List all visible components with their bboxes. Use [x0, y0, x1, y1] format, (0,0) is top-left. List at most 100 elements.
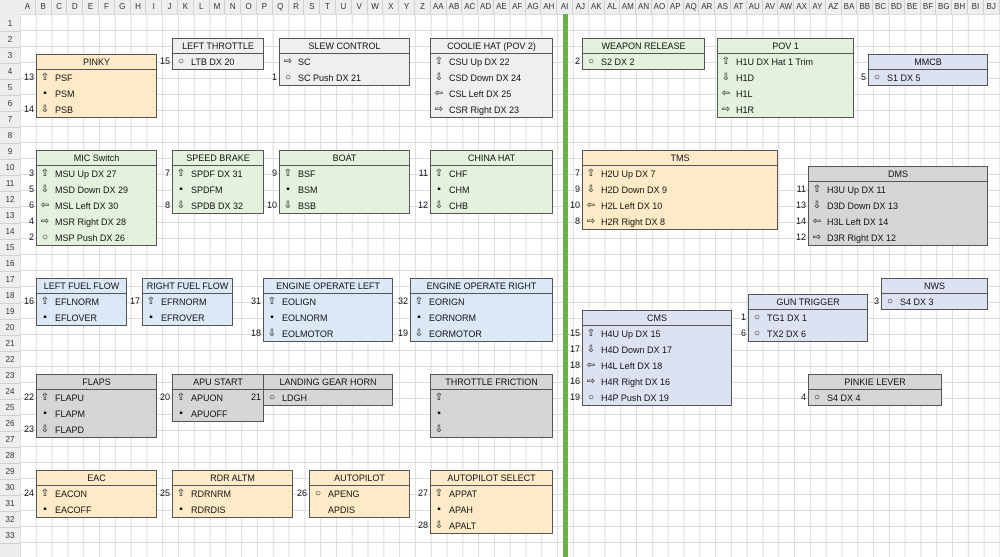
control-row[interactable]: ⇧PSF	[37, 70, 156, 86]
control-row[interactable]: ○H4P Push DX 19	[583, 390, 731, 405]
column-header[interactable]: AI	[557, 0, 573, 14]
control-row[interactable]: ⇨D3R Right DX 12	[809, 230, 987, 245]
row-header[interactable]: 1	[0, 16, 20, 32]
row-header[interactable]: 31	[0, 496, 20, 512]
column-header[interactable]: AQ	[684, 0, 700, 14]
control-row[interactable]: ○S4 DX 4	[809, 390, 941, 405]
column-header[interactable]: AB	[447, 0, 463, 14]
pinky-title[interactable]: PINKY	[37, 55, 156, 70]
control-row[interactable]: ⇧EORIGN	[411, 294, 552, 310]
control-row[interactable]: ⇨CSR Right DX 23	[431, 102, 552, 117]
control-row[interactable]: ⇩H2D Down DX 9	[583, 182, 777, 198]
column-header[interactable]: BA	[842, 0, 858, 14]
autopilot-select-title[interactable]: AUTOPILOT SELECT	[431, 471, 552, 486]
throttle-friction-box[interactable]: THROTTLE FRICTION⇧▪⇩	[430, 374, 553, 438]
column-header[interactable]: AO	[652, 0, 668, 14]
column-header[interactable]: F	[99, 0, 115, 14]
row-header[interactable]: 6	[0, 96, 20, 112]
speed-brake-title[interactable]: SPEED BRAKE	[173, 151, 263, 166]
control-row[interactable]: ⇧APPAT	[431, 486, 552, 502]
dms-title[interactable]: DMS	[809, 167, 987, 182]
column-header[interactable]: AJ	[573, 0, 589, 14]
column-header[interactable]: T	[320, 0, 336, 14]
pov1-title[interactable]: POV 1	[718, 39, 853, 54]
pinky-box[interactable]: PINKY⇧PSF▪PSM⇩PSB	[36, 54, 157, 118]
column-header[interactable]: H	[131, 0, 147, 14]
gun-trigger-title[interactable]: GUN TRIGGER	[749, 295, 867, 310]
control-row[interactable]: ⇨H4R Right DX 16	[583, 374, 731, 390]
row-header[interactable]: 12	[0, 192, 20, 208]
control-row[interactable]: ⇧H3U Up DX 11	[809, 182, 987, 198]
column-header[interactable]: AU	[747, 0, 763, 14]
row-header[interactable]: 20	[0, 320, 20, 336]
column-header[interactable]: K	[178, 0, 194, 14]
control-row[interactable]: ▪BSM	[280, 182, 409, 198]
column-header[interactable]: AE	[494, 0, 510, 14]
control-row[interactable]: ⇧EACON	[37, 486, 156, 502]
control-row[interactable]: ⇩FLAPD	[37, 422, 156, 437]
column-header[interactable]: O	[241, 0, 257, 14]
column-header[interactable]: P	[257, 0, 273, 14]
control-row[interactable]: ▪FLAPM	[37, 406, 156, 422]
control-row[interactable]: ▪CHM	[431, 182, 552, 198]
column-header[interactable]: AF	[510, 0, 526, 14]
control-row[interactable]: ⇧	[431, 390, 552, 406]
row-header[interactable]: 13	[0, 208, 20, 224]
control-row[interactable]: ⇧EOLIGN	[264, 294, 392, 310]
control-row[interactable]: ⇨H2R Right DX 8	[583, 214, 777, 229]
column-header[interactable]: AA	[431, 0, 447, 14]
column-header[interactable]: BB	[857, 0, 874, 14]
column-header[interactable]: Z	[415, 0, 431, 14]
control-row[interactable]: ⇩EORMOTOR	[411, 326, 552, 341]
column-header[interactable]: AN	[636, 0, 652, 14]
column-header[interactable]: AY	[810, 0, 826, 14]
pinkie-lever-box[interactable]: PINKIE LEVER○S4 DX 4	[808, 374, 942, 406]
gun-trigger-box[interactable]: GUN TRIGGER○TG1 DX 1○TX2 DX 6	[748, 294, 868, 342]
mmcb-title[interactable]: MMCB	[869, 55, 987, 70]
landing-gear-horn-box[interactable]: LANDING GEAR HORN○LDGH	[263, 374, 393, 406]
row-header[interactable]: 4	[0, 64, 20, 80]
column-header[interactable]: BG	[936, 0, 953, 14]
control-row[interactable]: ○S1 DX 5	[869, 70, 987, 85]
column-header[interactable]: AV	[763, 0, 779, 14]
control-row[interactable]: ▪APAH	[431, 502, 552, 518]
control-row[interactable]: ⇧BSF	[280, 166, 409, 182]
control-row[interactable]: ⇦H4L Left DX 18	[583, 358, 731, 374]
mmcb-box[interactable]: MMCB○S1 DX 5	[868, 54, 988, 86]
control-row[interactable]: ⇩D3D Down DX 13	[809, 198, 987, 214]
column-header[interactable]: L	[194, 0, 210, 14]
slew-control-box[interactable]: SLEW CONTROL⇨SC○SC Push DX 21	[279, 38, 410, 86]
column-header[interactable]: AS	[715, 0, 731, 14]
autopilot-select-box[interactable]: AUTOPILOT SELECT⇧APPAT▪APAH⇩APALT	[430, 470, 553, 534]
right-fuel-flow-title[interactable]: RIGHT FUEL FLOW	[143, 279, 232, 294]
column-header[interactable]: BJ	[984, 0, 1000, 14]
column-header[interactable]: BE	[905, 0, 921, 14]
column-header[interactable]: J	[162, 0, 178, 14]
column-header[interactable]: D	[67, 0, 84, 14]
speed-brake-box[interactable]: SPEED BRAKE⇧SPDF DX 31▪SPDFM⇩SPDB DX 32	[172, 150, 264, 214]
control-row[interactable]: ○MSP Push DX 26	[37, 230, 156, 245]
coolie-hat-box[interactable]: COOLIE HAT (POV 2)⇧CSU Up DX 22⇩CSD Down…	[430, 38, 553, 118]
engine-operate-right-title[interactable]: ENGINE OPERATE RIGHT	[411, 279, 552, 294]
row-header[interactable]: 8	[0, 128, 20, 144]
control-row[interactable]: ⇧H2U Up DX 7	[583, 166, 777, 182]
row-header[interactable]: 19	[0, 304, 20, 320]
row-header[interactable]: 29	[0, 464, 20, 480]
control-row[interactable]: ⇦H1L	[718, 86, 853, 102]
flaps-box[interactable]: FLAPS⇧FLAPU▪FLAPM⇩FLAPD	[36, 374, 157, 438]
row-header[interactable]: 30	[0, 480, 20, 496]
row-header[interactable]: 32	[0, 512, 20, 528]
weapon-release-box[interactable]: WEAPON RELEASE○S2 DX 2	[582, 38, 705, 70]
tms-box[interactable]: TMS⇧H2U Up DX 7⇩H2D Down DX 9⇦H2L Left D…	[582, 150, 778, 230]
tms-title[interactable]: TMS	[583, 151, 777, 166]
control-row[interactable]: ▪EORNORM	[411, 310, 552, 326]
column-header[interactable]: AM	[620, 0, 637, 14]
row-header[interactable]: 21	[0, 336, 20, 352]
control-row[interactable]: ⇧CSU Up DX 22	[431, 54, 552, 70]
row-header[interactable]: 18	[0, 288, 20, 304]
control-row[interactable]: ○APENG	[310, 486, 409, 502]
row-header[interactable]: 27	[0, 432, 20, 448]
column-header[interactable]: S	[304, 0, 321, 14]
engine-operate-left-box[interactable]: ENGINE OPERATE LEFT⇧EOLIGN▪EOLNORM⇩EOLMO…	[263, 278, 393, 342]
row-header[interactable]: 9	[0, 144, 20, 160]
